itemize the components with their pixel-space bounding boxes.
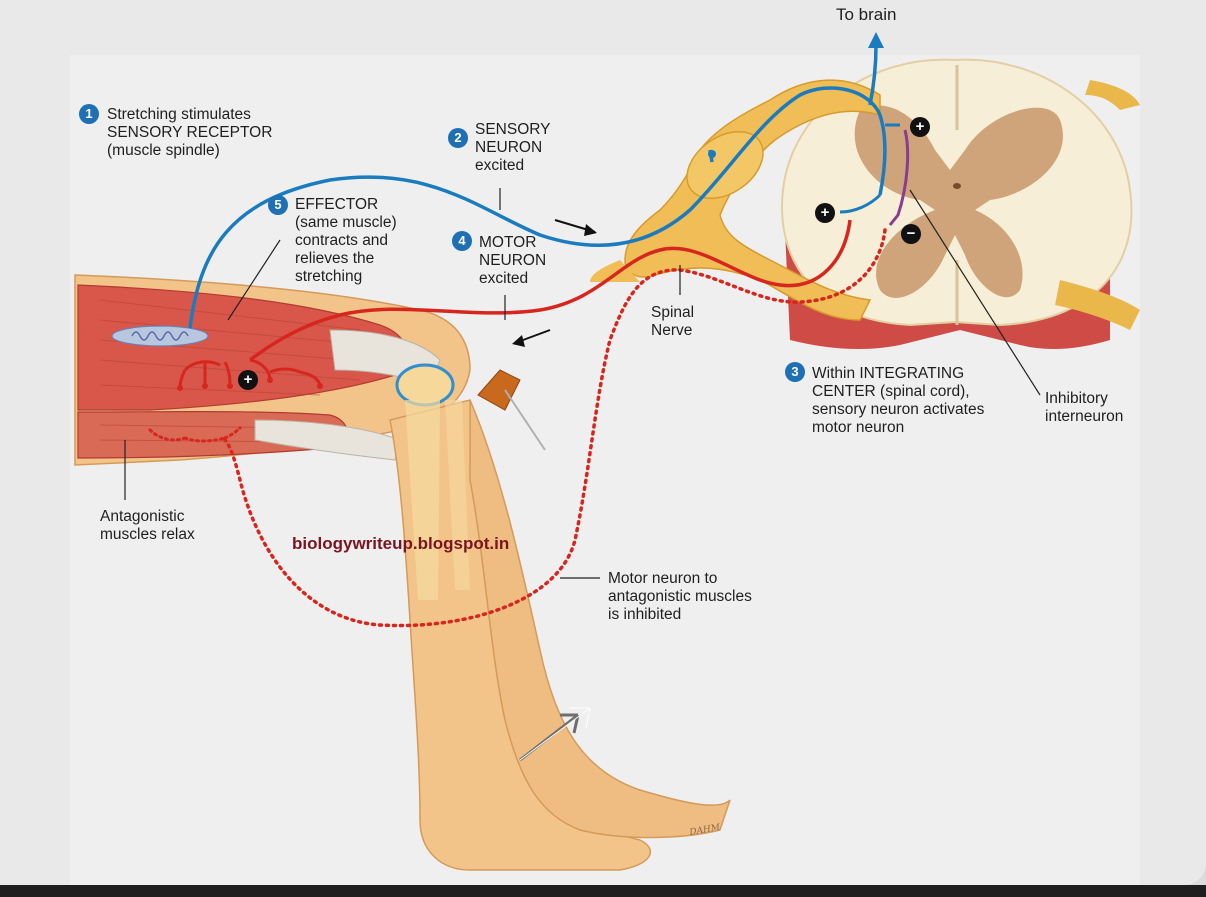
lower-leg: [389, 369, 731, 871]
ascending-tract: [868, 44, 878, 106]
step-5-badge: 5: [268, 195, 288, 215]
spinal-nerve-label: Spinal Nerve: [651, 304, 695, 339]
step-3-badge: 3: [785, 362, 805, 382]
step-5-label: EFFECTOR (same muscle) contracts and rel…: [295, 196, 397, 285]
sensory-synapse-motor: [839, 193, 882, 214]
excitatory-sign-1: +: [910, 117, 930, 137]
step-2-label: SENSORY NEURON excited: [475, 121, 551, 174]
central-canal: [953, 183, 961, 189]
to-brain-label: To brain: [836, 5, 897, 24]
inhibitory-sign: −: [901, 224, 921, 244]
muscle-fibers: [99, 299, 376, 443]
watermark-text: biologywriteup.blogspot.in: [292, 534, 510, 553]
inhibitory-interneuron-label: Inhibitory interneuron: [1045, 390, 1124, 425]
reflex-hammer-head: [477, 369, 521, 411]
nerve-stump: [590, 260, 640, 282]
muscle-spindle-capsule: [111, 325, 209, 347]
kick-arrow-highlight: [519, 707, 592, 761]
motor-direction-arrowhead: [512, 335, 525, 347]
leader-lines: [124, 188, 1041, 579]
motor-inhibited-label: Motor neuron to antagonistic muscles is …: [608, 570, 752, 623]
back-leg: [469, 399, 731, 839]
muscle-spindle: [111, 325, 209, 347]
spinal-nerve-body: [624, 79, 881, 321]
right-dorsal-root: [1085, 80, 1140, 110]
step-3-label: Within INTEGRATING CENTER (spinal cord),…: [812, 365, 985, 436]
antagonistic-muscles-label: Antagonistic muscles relax: [100, 508, 195, 543]
inhibitory-interneuron-path: [888, 129, 910, 226]
leader-effector: [227, 239, 281, 321]
sensory-direction-arrowhead: [584, 224, 597, 236]
excitatory-sign-2: +: [815, 203, 835, 223]
patella: [395, 363, 455, 407]
step-2-badge: 2: [448, 128, 468, 148]
step-4-label: MOTOR NEURON excited: [479, 234, 547, 287]
inhibited-terminals: [148, 426, 242, 443]
leader-inhibitory: [909, 189, 1041, 396]
step-1-label: Stretching stimulates SENSORY RECEPTOR (…: [107, 106, 273, 159]
tibia: [405, 400, 440, 600]
motor-end-plates: [178, 358, 322, 389]
step-1-badge: 1: [79, 104, 99, 124]
right-ventral-root: [1055, 280, 1140, 330]
fibula: [445, 400, 470, 590]
to-brain-arrowhead: [868, 32, 884, 48]
sensory-cell-body: [708, 150, 716, 158]
reflex-hammer-handle: [504, 389, 546, 451]
motor-terminals: [177, 377, 323, 391]
spinal-cord: [781, 58, 1140, 349]
spindle-coil: [131, 331, 189, 341]
step-4-badge: 4: [452, 231, 472, 251]
motor-neuron-path: [248, 219, 852, 362]
effector-excitatory-sign: +: [238, 370, 258, 390]
inhibited-motor-neuron-path: [223, 228, 887, 628]
